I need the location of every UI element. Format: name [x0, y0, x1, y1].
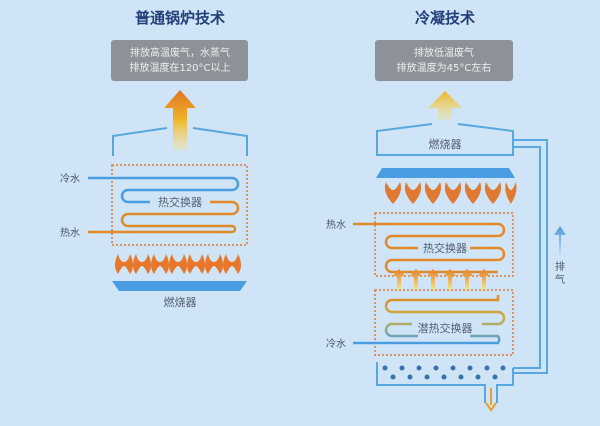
- exhaust-label-1: 排: [555, 260, 565, 273]
- right-note-line2: 排放温度为45°C左右: [397, 61, 492, 74]
- heat-flow-arrows: [393, 269, 490, 290]
- right-burner-label: 燃烧器: [429, 137, 462, 151]
- right-burner-plate: [376, 168, 515, 178]
- condensate-tray: [376, 362, 514, 403]
- left-hot-water-label: 热水: [60, 226, 80, 239]
- left-title: 普通锅炉技术: [135, 9, 225, 27]
- exhaust-label-2: 气: [555, 273, 565, 286]
- left-hot-exhaust-arrow-icon: [164, 90, 196, 150]
- right-title: 冷凝技术: [415, 9, 475, 27]
- left-burner-plate: [112, 281, 247, 291]
- left-flames: [115, 254, 241, 274]
- right-note-line1: 排放低温废气: [414, 46, 474, 59]
- latent-heat-exchanger-label: 潜热交换器: [418, 321, 473, 335]
- right-flames: [384, 182, 517, 204]
- left-heat-exchanger-label: 热交换器: [158, 195, 202, 209]
- latent-heat-exchanger-box: [374, 289, 514, 356]
- right-heat-exchanger-label: 热交换器: [423, 241, 467, 255]
- right-exhaust-note-box: [375, 40, 513, 81]
- exhaust-up-arrow-icon: [554, 226, 566, 258]
- left-exhaust-note-box: [111, 40, 248, 81]
- left-hot-pipe: [88, 200, 240, 234]
- conventional-boiler-panel: 普通锅炉技术 排放高温废气，水蒸气 排放温度在120°C以上 冷水 热水 热交换…: [60, 9, 248, 309]
- left-note-line2: 排放温度在120°C以上: [129, 61, 230, 74]
- left-hood: [112, 127, 248, 156]
- right-cold-water-label: 冷水: [326, 337, 346, 350]
- left-cold-water-label: 冷水: [60, 172, 80, 185]
- right-low-temp-exhaust-arrow-icon: [428, 91, 462, 120]
- left-cold-pipe: [88, 176, 240, 204]
- condensing-boiler-panel: 冷凝技术 排放低温废气 排放温度为45°C左右 燃烧器 热水 热交换器: [326, 9, 566, 412]
- right-hot-water-label: 热水: [326, 218, 346, 231]
- right-hot-pipe: [353, 222, 506, 274]
- left-burner-label: 燃烧器: [164, 295, 197, 309]
- condensate-droplets: [382, 365, 506, 380]
- left-note-line1: 排放高温废气，水蒸气: [130, 46, 230, 59]
- right-hood: [376, 123, 514, 156]
- left-heat-exchanger-box: [111, 164, 248, 246]
- latent-coil-pipe: [353, 295, 506, 345]
- exhaust-pipe: [513, 139, 548, 374]
- drain-arrow-icon: [485, 388, 497, 412]
